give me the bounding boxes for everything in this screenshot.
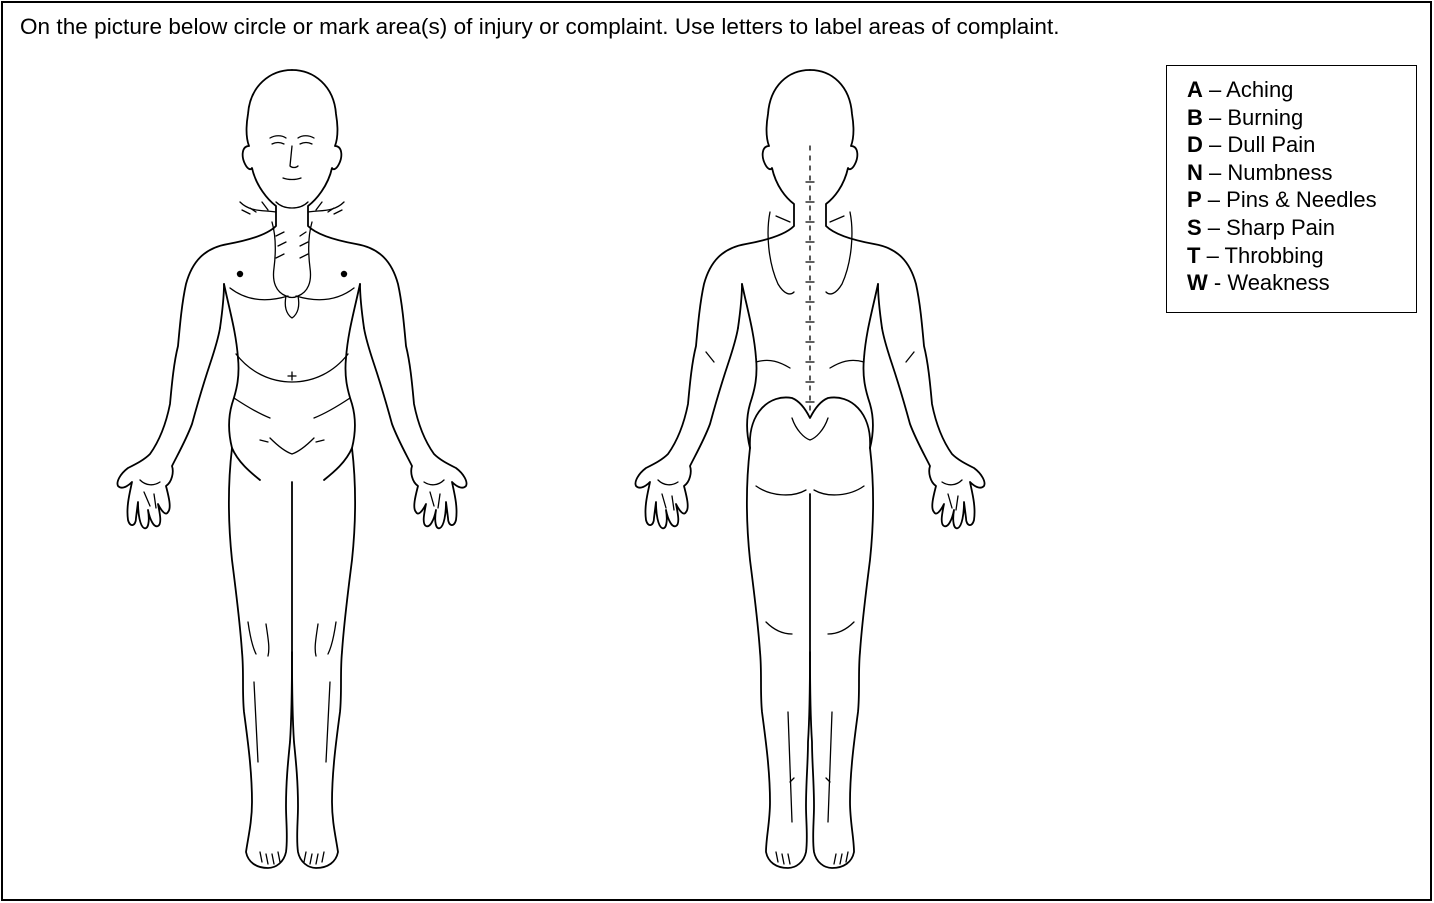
legend-item-weakness: W - Weakness — [1187, 269, 1416, 297]
legend-code: P — [1187, 187, 1202, 212]
body-back-drawing — [620, 62, 1000, 882]
legend-label: Weakness — [1227, 270, 1329, 295]
legend-item-throbbing: T – Throbbing — [1187, 242, 1416, 270]
legend-item-dull-pain: D – Dull Pain — [1187, 131, 1416, 159]
legend-label: Numbness — [1227, 160, 1332, 185]
legend-code: D — [1187, 132, 1203, 157]
legend-separator: – — [1203, 105, 1227, 130]
body-diagram-back[interactable] — [620, 62, 1000, 882]
legend-separator: – — [1202, 215, 1226, 240]
legend-code: T — [1187, 243, 1200, 268]
legend-label: Throbbing — [1225, 243, 1324, 268]
legend-label: Burning — [1227, 105, 1303, 130]
legend-code: W — [1187, 270, 1208, 295]
complaint-legend: A – Aching B – Burning D – Dull Pain N –… — [1166, 65, 1417, 313]
legend-label: Dull Pain — [1227, 132, 1315, 157]
legend-separator: – — [1203, 77, 1226, 102]
legend-separator: – — [1203, 132, 1227, 157]
legend-separator: – — [1203, 160, 1227, 185]
legend-item-pins-needles: P – Pins & Needles — [1187, 186, 1416, 214]
legend-code: B — [1187, 105, 1203, 130]
legend-code: S — [1187, 215, 1202, 240]
legend-item-numbness: N – Numbness — [1187, 159, 1416, 187]
legend-label: Pins & Needles — [1226, 187, 1376, 212]
legend-code: N — [1187, 160, 1203, 185]
legend-item-sharp-pain: S – Sharp Pain — [1187, 214, 1416, 242]
legend-code: A — [1187, 77, 1203, 102]
legend-separator: - — [1208, 270, 1228, 295]
instruction-text: On the picture below circle or mark area… — [20, 14, 1060, 40]
legend-item-aching: A – Aching — [1187, 76, 1416, 104]
body-diagram-front[interactable] — [100, 62, 485, 882]
legend-label: Sharp Pain — [1226, 215, 1335, 240]
legend-item-burning: B – Burning — [1187, 104, 1416, 132]
legend-separator: – — [1200, 243, 1224, 268]
legend-separator: – — [1202, 187, 1226, 212]
body-front-drawing — [100, 62, 485, 882]
legend-label: Aching — [1226, 77, 1293, 102]
